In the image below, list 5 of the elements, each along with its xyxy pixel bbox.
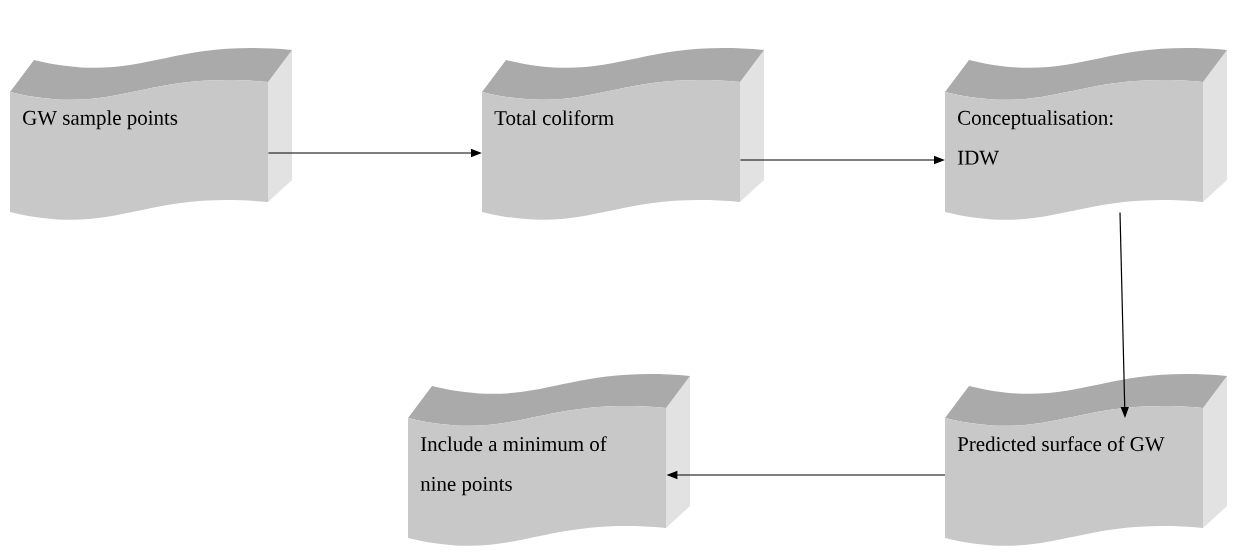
wave-block: Total coliform xyxy=(482,48,764,220)
wave-block: Include a minimum of nine points xyxy=(408,374,690,546)
wave-block: Conceptualisation: IDW xyxy=(945,48,1227,220)
wave-block: GW sample points xyxy=(10,48,292,220)
wave-block: Predicted surface of GW xyxy=(945,374,1227,546)
